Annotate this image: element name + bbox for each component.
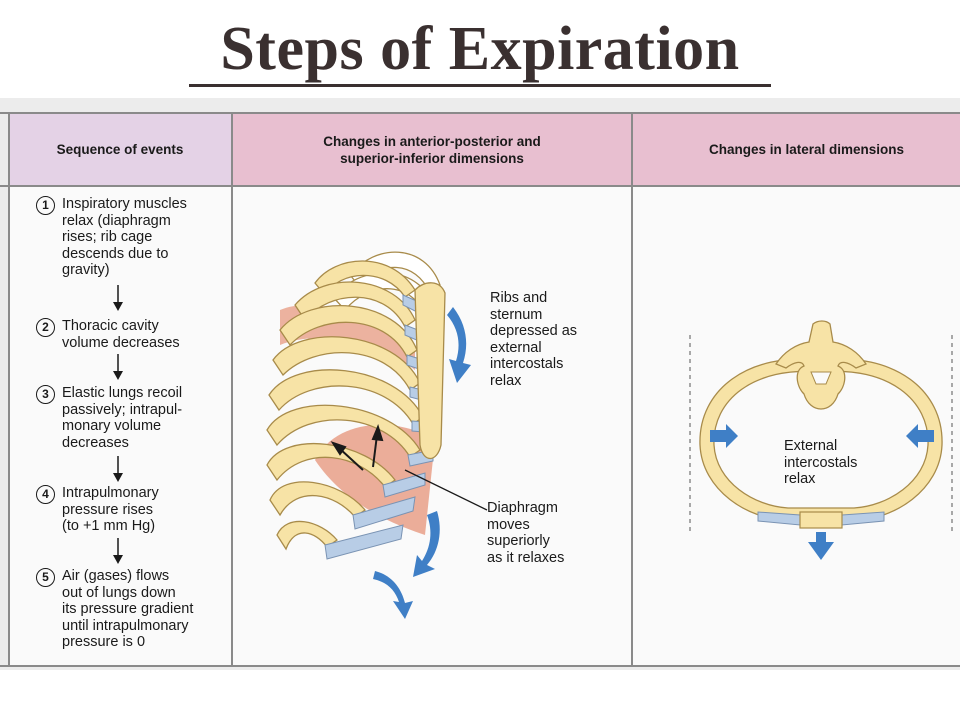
blue-arrow-icon [373,571,413,619]
table-bottom-border [0,665,960,667]
slide-title: Steps of Expiration [220,15,740,83]
header-ap-si-changes: Changes in anterior-posterior and superi… [233,113,631,186]
blue-arrow-icon [447,307,471,383]
header-row-divider [0,185,960,187]
lateral-ring-illustration [689,320,953,560]
rib-cage-illustration [266,251,488,619]
step-number-badge: 1 [36,196,55,215]
step-text: Air (gases) flows out of lungs down its … [62,568,194,650]
down-arrow-icon [113,354,123,380]
table-top-border [0,112,960,114]
down-arrow-icon [113,538,123,564]
column-divider [631,113,633,666]
header-sequence-of-events: Sequence of events [9,113,231,186]
down-arrow-icon [113,285,123,311]
header-lateral-changes: Changes in lateral dimensions [633,113,960,186]
blue-arrow-icon [710,424,738,448]
blue-arrow-icon [808,532,834,560]
step-number-badge: 2 [36,318,55,337]
column-divider [231,113,233,666]
label-ribs-sternum: Ribs and sternum depressed as external i… [490,290,578,389]
title-underline [189,84,771,87]
sternum-shape [414,282,446,460]
step-text: Elastic lungs recoil passively; intrapul… [62,385,183,451]
step-number-badge: 4 [36,485,55,504]
step-text: Inspiratory muscles relax (diaphragm ris… [62,196,187,278]
step-number-badge: 5 [36,568,55,587]
step-number-badge: 3 [36,385,55,404]
down-arrow-icon [113,456,123,482]
column-divider [8,113,10,666]
vertebra-shape [775,320,867,410]
step-text: Intrapulmonary pressure rises (to +1 mm … [62,485,159,534]
lateral-panel [633,186,960,666]
step-text: Thoracic cavity volume decreases [62,318,180,351]
label-external-intercostals: External intercostals relax [784,438,858,487]
blue-arrow-icon [413,511,440,577]
label-diaphragm: Diaphragm moves superiorly as it relaxes [487,500,565,566]
blue-arrow-icon [906,424,934,448]
